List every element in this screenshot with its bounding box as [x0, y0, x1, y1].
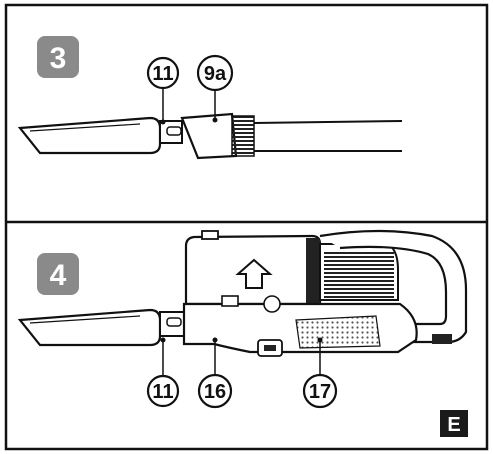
handheld-vacuum — [182, 229, 468, 357]
extension-wand — [253, 120, 403, 152]
callout-label-16: 16 — [204, 381, 226, 403]
callout-16-step4: 16 — [197, 337, 233, 409]
brush-attachment — [180, 112, 255, 160]
step-number-3: 3 — [50, 42, 67, 75]
callout-label-11-b: 11 — [152, 381, 173, 403]
outer-frame — [4, 3, 489, 451]
callout-17-step4: 17 — [302, 337, 338, 409]
callout-label-17: 17 — [309, 381, 331, 403]
step-3-panel: 3 11 9a — [17, 36, 403, 160]
callout-label-11: 11 — [152, 63, 173, 85]
step-number-4: 4 — [50, 259, 67, 292]
callout-label-9a: 9a — [204, 63, 227, 85]
callout-9a-step3: 9a — [196, 54, 234, 123]
callout-11-step4: 11 — [146, 337, 180, 408]
step-4-panel: 4 — [17, 229, 468, 409]
crevice-nozzle-mounted — [17, 308, 185, 347]
corner-label: E — [447, 414, 460, 436]
step-badge-4 — [37, 253, 79, 295]
callout-11-step3: 11 — [146, 56, 180, 125]
crevice-nozzle — [17, 116, 183, 155]
corner-label-badge: E — [440, 410, 468, 437]
up-arrow-icon — [235, 258, 273, 289]
step-badge-3 — [37, 36, 79, 78]
